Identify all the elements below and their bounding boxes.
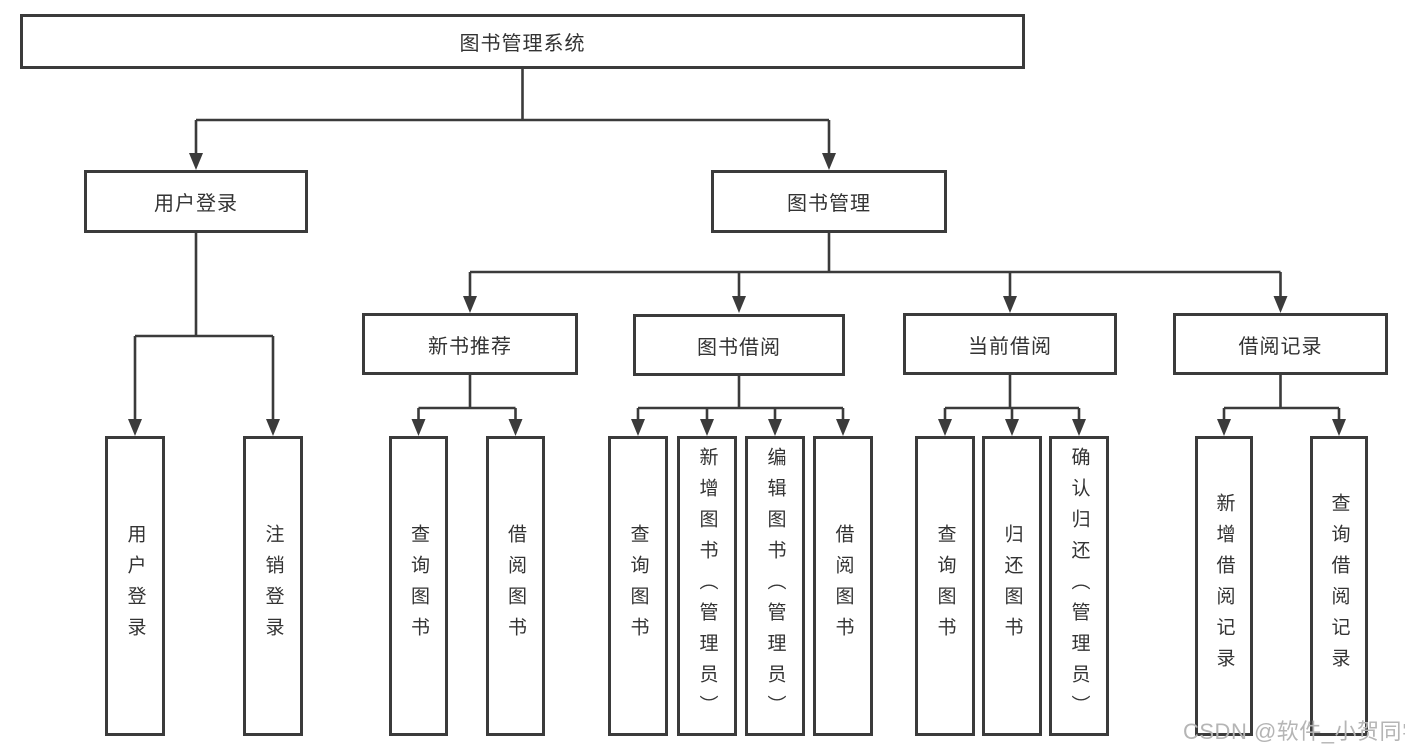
node-label: 当前借阅 (968, 335, 1052, 358)
leaf-query-books-borrow: 查询图书 (608, 436, 668, 736)
node-current-borrow: 当前借阅 (903, 313, 1117, 375)
node-borrow-records: 借阅记录 (1173, 313, 1388, 375)
node-label: 图书管理系统 (459, 33, 586, 55)
node-label: 注销登录 (262, 524, 284, 648)
node-label: 新增图书（管理员） (696, 446, 718, 726)
leaf-confirm-return-admin: 确认归还（管理员） (1049, 436, 1109, 736)
node-label: 查询图书 (627, 524, 649, 648)
node-label: 用户登录 (124, 524, 146, 648)
node-label: 确认归还（管理员） (1068, 446, 1090, 726)
node-label: 归还图书 (1001, 524, 1023, 648)
node-label: 新书推荐 (428, 335, 512, 358)
node-label: 用户登录 (154, 193, 238, 215)
leaf-borrow-books-recommend: 借阅图书 (486, 436, 545, 736)
leaf-query-borrow-record: 查询借阅记录 (1310, 436, 1368, 736)
leaf-query-books-recommend: 查询图书 (389, 436, 448, 736)
leaf-user-login: 用户登录 (105, 436, 165, 736)
node-book-borrow: 图书借阅 (633, 314, 845, 376)
node-label: 查询借阅记录 (1328, 493, 1350, 679)
leaf-edit-books-admin: 编辑图书（管理员） (745, 436, 805, 736)
node-label: 编辑图书（管理员） (764, 446, 786, 726)
leaf-logout: 注销登录 (243, 436, 303, 736)
node-label: 借阅图书 (832, 524, 854, 648)
leaf-add-borrow-record: 新增借阅记录 (1195, 436, 1253, 736)
leaf-query-books-current: 查询图书 (915, 436, 975, 736)
node-new-book-recommend: 新书推荐 (362, 313, 578, 375)
node-label: 借阅记录 (1238, 335, 1323, 358)
node-label: 查询图书 (408, 524, 429, 648)
leaf-return-books: 归还图书 (982, 436, 1042, 736)
node-label: 新增借阅记录 (1213, 493, 1235, 679)
node-label: 查询图书 (934, 524, 956, 648)
node-user-login: 用户登录 (84, 170, 308, 233)
node-label: 图书管理 (787, 193, 871, 215)
node-label: 图书借阅 (697, 336, 781, 359)
watermark: CSDN @软件_小贺同学 (1183, 719, 1405, 744)
leaf-borrow-books: 借阅图书 (813, 436, 873, 736)
node-library-system: 图书管理系统 (20, 14, 1025, 69)
node-book-management: 图书管理 (711, 170, 947, 233)
node-label: 借阅图书 (505, 524, 526, 648)
leaf-add-books-admin: 新增图书（管理员） (677, 436, 737, 736)
